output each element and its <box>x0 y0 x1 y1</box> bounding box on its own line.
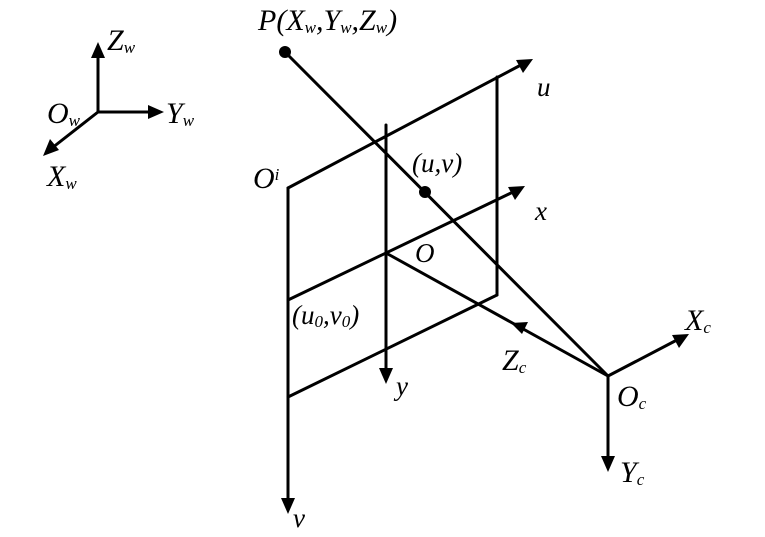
world-y-label: Yw <box>166 97 195 130</box>
principal-point-label: (u0,v0) <box>292 300 359 331</box>
pixel-v-arrowhead <box>281 498 295 514</box>
world-origin-label: Ow <box>47 97 81 130</box>
camera-z-arrowhead <box>511 322 528 334</box>
camera-z-label: Zc <box>502 344 527 377</box>
projection-ray-group: P(Xw,Yw,Zw) (u,v) <box>257 4 610 378</box>
pixel-origin-label: Oi <box>253 162 280 195</box>
camera-y-label: Yc <box>620 456 645 489</box>
pixel-u-arrowhead <box>516 59 533 73</box>
image-origin-label: O <box>415 238 435 268</box>
camera-x-label: Xc <box>684 304 711 337</box>
projection-ray-line <box>283 50 610 378</box>
world-y-arrowhead <box>148 105 164 119</box>
optical-axis-line <box>384 251 610 378</box>
image-y-arrowhead <box>379 368 393 384</box>
projected-point-label: (u,v) <box>412 148 462 178</box>
world-point-dot <box>279 46 291 58</box>
camera-x-axis-line <box>606 339 677 378</box>
camera-y-arrowhead <box>601 456 615 472</box>
projected-point-dot <box>419 186 431 198</box>
pixel-u-axis-line <box>286 64 521 190</box>
world-frame: Zw Ow Yw Xw <box>43 24 195 193</box>
world-z-label: Zw <box>107 24 136 57</box>
world-z-arrowhead <box>91 42 105 58</box>
camera-frame: Zc Xc Oc Yc <box>384 251 711 489</box>
image-x-label: x <box>534 196 547 226</box>
world-x-label: Xw <box>46 160 77 193</box>
plane-bottom-edge <box>286 293 499 399</box>
image-y-label: y <box>393 371 408 401</box>
image-x-arrowhead <box>508 186 525 200</box>
world-x-axis-line <box>50 110 100 150</box>
pixel-v-label: v <box>293 503 305 533</box>
image-plane: Oi u v <box>253 59 551 533</box>
camera-x-arrowhead <box>672 334 689 348</box>
pixel-u-label: u <box>537 72 551 102</box>
camera-origin-label: Oc <box>617 380 647 413</box>
image-frame: x y O (u0,v0) <box>286 123 547 401</box>
world-x-arrowhead <box>43 139 59 156</box>
world-point-label: P(Xw,Yw,Zw) <box>257 4 397 37</box>
image-x-axis-line <box>286 191 513 302</box>
